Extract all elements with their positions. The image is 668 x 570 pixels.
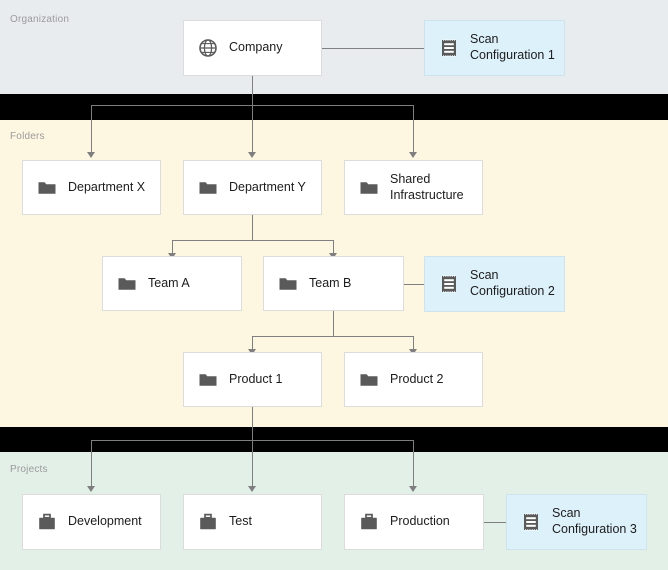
edge-drop-production [413, 440, 414, 487]
node-label-test: Test [229, 514, 252, 529]
node-label-production: Production [390, 514, 450, 529]
edge-production-scan3 [484, 522, 506, 523]
node-label-department-y: Department Y [229, 179, 306, 194]
node-label-department-x: Department X [68, 179, 146, 194]
scan-configuration-icon [439, 38, 459, 58]
edge-product-1-trunk [252, 407, 253, 440]
edge-department-y-trunk [252, 215, 253, 240]
band-organization [0, 0, 668, 94]
node-label-scan-configuration-1: Scan Configuration 1 [470, 32, 555, 62]
node-scan-configuration-2[interactable]: Scan Configuration 2 [424, 256, 565, 312]
band-label-folders: Folders [10, 131, 45, 142]
edge-teams-branch-bar [172, 240, 334, 241]
folder-icon [198, 370, 218, 390]
briefcase-icon [37, 512, 57, 532]
edge-drop-shared-infrastructure [413, 105, 414, 153]
node-scan-configuration-3[interactable]: Scan Configuration 3 [506, 494, 647, 550]
edge-drop-department-y [252, 105, 253, 153]
band-label-projects: Projects [10, 464, 48, 475]
edge-team-b-scan2 [404, 284, 424, 285]
node-scan-configuration-1[interactable]: Scan Configuration 1 [424, 20, 565, 76]
arrowhead-production [409, 486, 417, 492]
arrowhead-test [248, 486, 256, 492]
node-label-team-a: Team A [148, 275, 190, 290]
node-department-y[interactable]: Department Y [183, 160, 322, 215]
scan-configuration-icon [521, 512, 541, 532]
edge-drop-team-b [333, 240, 334, 254]
folder-icon [359, 178, 379, 198]
edge-company-scan1 [322, 48, 424, 49]
arrowhead-shared-infrastructure [409, 152, 417, 158]
arrowhead-department-x [87, 152, 95, 158]
node-product-2[interactable]: Product 2 [344, 352, 483, 407]
edge-company-trunk [252, 76, 253, 105]
folder-icon [37, 178, 57, 198]
arrowhead-department-y [248, 152, 256, 158]
node-label-shared-infrastructure: Shared Infrastructure [390, 171, 464, 202]
node-production[interactable]: Production [344, 494, 484, 550]
node-product-1[interactable]: Product 1 [183, 352, 322, 407]
edge-products-branch-bar [252, 336, 414, 337]
globe-icon [198, 38, 218, 58]
node-label-product-1: Product 1 [229, 371, 283, 386]
node-company[interactable]: Company [183, 20, 322, 76]
node-label-company: Company [229, 40, 283, 55]
briefcase-icon [198, 512, 218, 532]
node-team-a[interactable]: Team A [102, 256, 242, 311]
node-label-development: Development [68, 514, 142, 529]
band-label-organization: Organization [10, 14, 70, 25]
node-label-scan-configuration-3: Scan Configuration 3 [552, 506, 637, 536]
node-test[interactable]: Test [183, 494, 322, 550]
node-team-b[interactable]: Team B [263, 256, 404, 311]
node-development[interactable]: Development [22, 494, 161, 550]
node-shared-infrastructure[interactable]: Shared Infrastructure [344, 160, 483, 215]
edge-drop-test [252, 440, 253, 487]
edge-drop-product-1 [252, 336, 253, 350]
folder-icon [278, 274, 298, 294]
node-label-scan-configuration-2: Scan Configuration 2 [470, 268, 555, 298]
edge-drop-department-x [91, 105, 92, 153]
scan-configuration-icon [439, 274, 459, 294]
node-label-team-b: Team B [309, 275, 352, 290]
briefcase-icon [359, 512, 379, 532]
edge-drop-development [91, 440, 92, 487]
node-label-product-2: Product 2 [390, 371, 444, 386]
edge-team-b-trunk [333, 311, 334, 336]
folder-icon [359, 370, 379, 390]
edge-drop-team-a [172, 240, 173, 254]
edge-drop-product-2 [413, 336, 414, 350]
folder-icon [117, 274, 137, 294]
arrowhead-development [87, 486, 95, 492]
folder-icon [198, 178, 218, 198]
node-department-x[interactable]: Department X [22, 160, 161, 215]
